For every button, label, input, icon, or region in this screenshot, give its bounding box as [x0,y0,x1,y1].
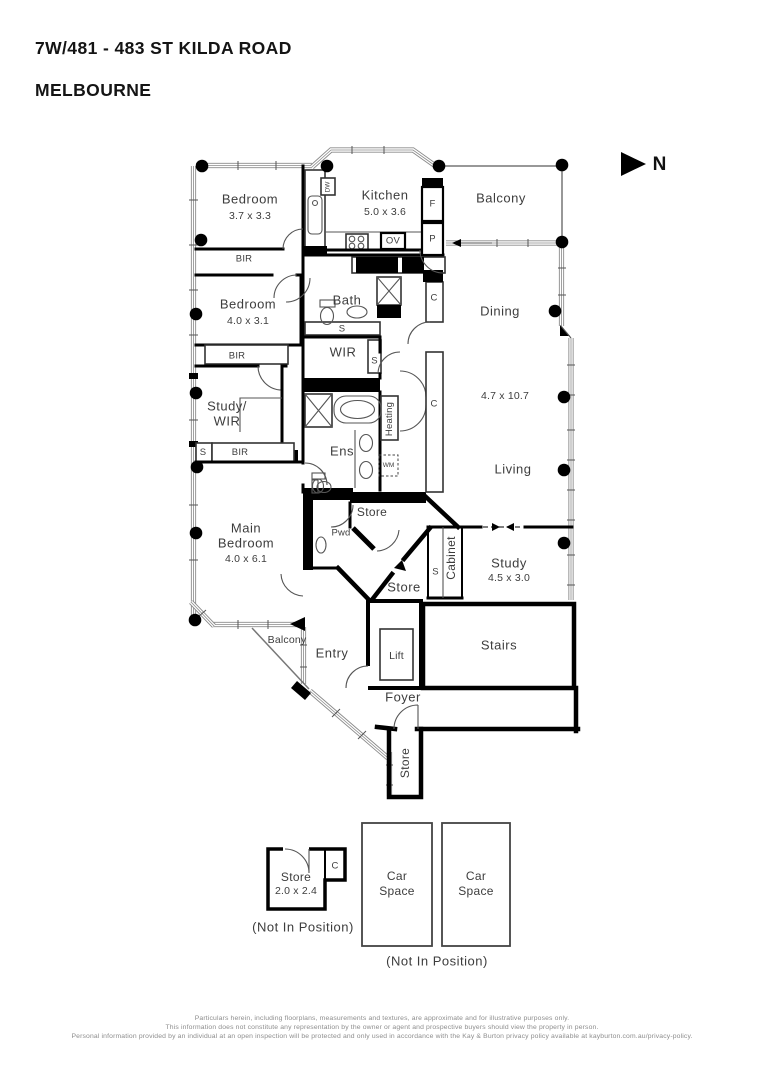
north-arrow-icon: N [621,152,668,176]
label-garage-store: Store [281,870,311,884]
label-car1-1: Car [387,869,407,883]
label-stairs: Stairs [481,637,517,652]
label-lift: Lift [389,650,404,662]
label-c1: C [430,293,437,304]
label-bedroom1-dims: 3.7 x 3.3 [229,210,271,222]
label-study: Study [491,555,527,570]
label-car2-1: Car [466,869,486,883]
label-foyer: Foyer [385,689,421,704]
label-ov: OV [386,236,401,247]
disclaimer-line2: This information does not constitute any… [165,1024,599,1031]
interior-walls [194,164,581,800]
label-p: P [429,234,436,245]
label-f: F [429,199,435,210]
title-line2: MELBOURNE [35,80,152,100]
label-s-studywir: S [200,447,207,458]
label-c2: C [430,399,437,410]
north-label: N [653,154,668,175]
label-dining: Dining [480,303,520,318]
label-garage-c: C [331,861,338,872]
label-living: Living [495,461,532,476]
label-studywir-1: Study/ [207,398,247,413]
garage-section [266,822,511,947]
label-store-upper: Store [357,505,387,519]
label-pwd: Pwd [331,528,350,539]
label-balcony-small: Balcony [268,634,307,646]
label-bir2: BIR [229,351,245,362]
label-entry: Entry [316,645,349,660]
label-bedroom2-dims: 4.0 x 3.1 [227,315,269,327]
label-heating: Heating [384,402,395,436]
label-garage-store-dims: 2.0 x 2.4 [275,885,317,897]
disclaimer-line1: Particulars herein, including floorplans… [194,1015,570,1022]
label-studywir-2: WIR [214,413,241,428]
label-dw: DW [325,181,332,193]
title-line1: 7W/481 - 483 ST KILDA ROAD [35,38,292,58]
label-car2-2: Space [458,884,494,898]
disclaimer-line3: Personal information provided by an indi… [71,1033,693,1040]
label-car1-2: Space [379,884,415,898]
label-nip-store: (Not In Position) [252,919,354,934]
label-bedroom1: Bedroom [222,191,278,206]
label-kitchen: Kitchen [362,187,409,202]
label-wm: WM [383,462,395,469]
label-mainbed-dims: 4.0 x 6.1 [225,553,267,565]
column-dots [188,158,571,627]
label-balcony-top: Balcony [476,190,526,205]
label-wir: WIR [330,344,357,359]
label-study-dims: 4.5 x 3.0 [488,572,530,584]
label-store-foyer: Store [398,748,412,778]
label-bir3: BIR [232,447,248,458]
label-s-wir: S [371,356,378,367]
label-bath: Bath [333,292,362,307]
label-store-mid: Store [387,579,421,594]
fixtures [304,276,402,554]
label-kitchen-dims: 5.0 x 3.6 [364,206,406,218]
label-ens: Ens [330,443,354,458]
label-bedroom2: Bedroom [220,296,276,311]
room-labels: Bedroom 3.7 x 3.3 Kitchen 5.0 x 3.6 Balc… [200,181,532,969]
label-mainbed-2: Bedroom [218,535,274,550]
label-s-bath: S [339,324,346,335]
label-mainbed-1: Main [231,520,261,535]
page-title: 7W/481 - 483 ST KILDA ROAD MELBOURNE [35,38,292,101]
label-s-cabinet: S [432,567,439,578]
label-bir1: BIR [236,254,252,265]
label-area-dims: 4.7 x 10.7 [481,390,529,402]
disclaimer: Particulars herein, including floorplans… [0,1014,764,1041]
label-nip-cars: (Not In Position) [386,953,488,968]
label-cabinet: Cabinet [444,536,458,580]
